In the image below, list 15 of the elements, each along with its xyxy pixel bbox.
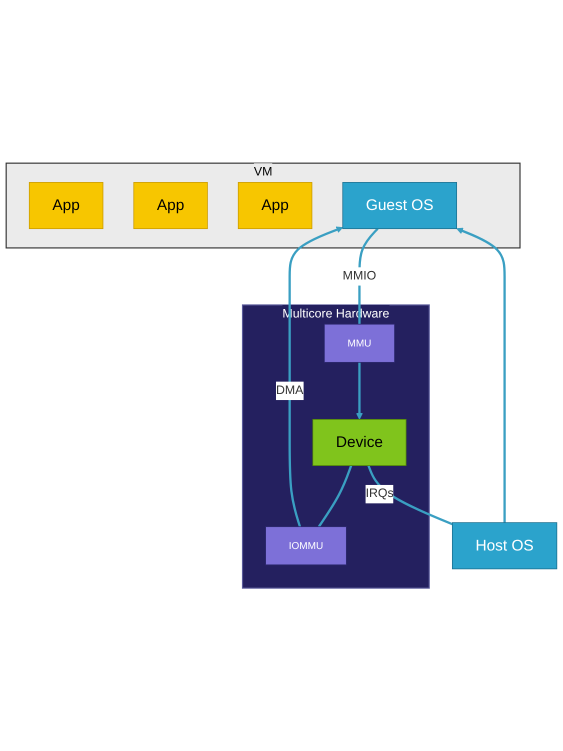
connector	[318, 465, 352, 528]
node-box: IOMMU	[265, 526, 347, 566]
node-box: App	[28, 182, 104, 229]
node-box: Guest OS	[342, 182, 458, 229]
edge-label: MMIO	[342, 269, 376, 282]
edge-label: IRQs	[366, 487, 394, 500]
node-box: MMU	[324, 324, 395, 363]
arrow	[288, 226, 344, 527]
arrow	[456, 228, 506, 522]
arrow	[356, 362, 363, 420]
edge-label: DMA	[276, 384, 304, 397]
node-box: Device	[312, 418, 406, 466]
node-box: Host OS	[452, 522, 558, 570]
node-box: App	[238, 182, 312, 229]
node-box: App	[133, 182, 208, 229]
